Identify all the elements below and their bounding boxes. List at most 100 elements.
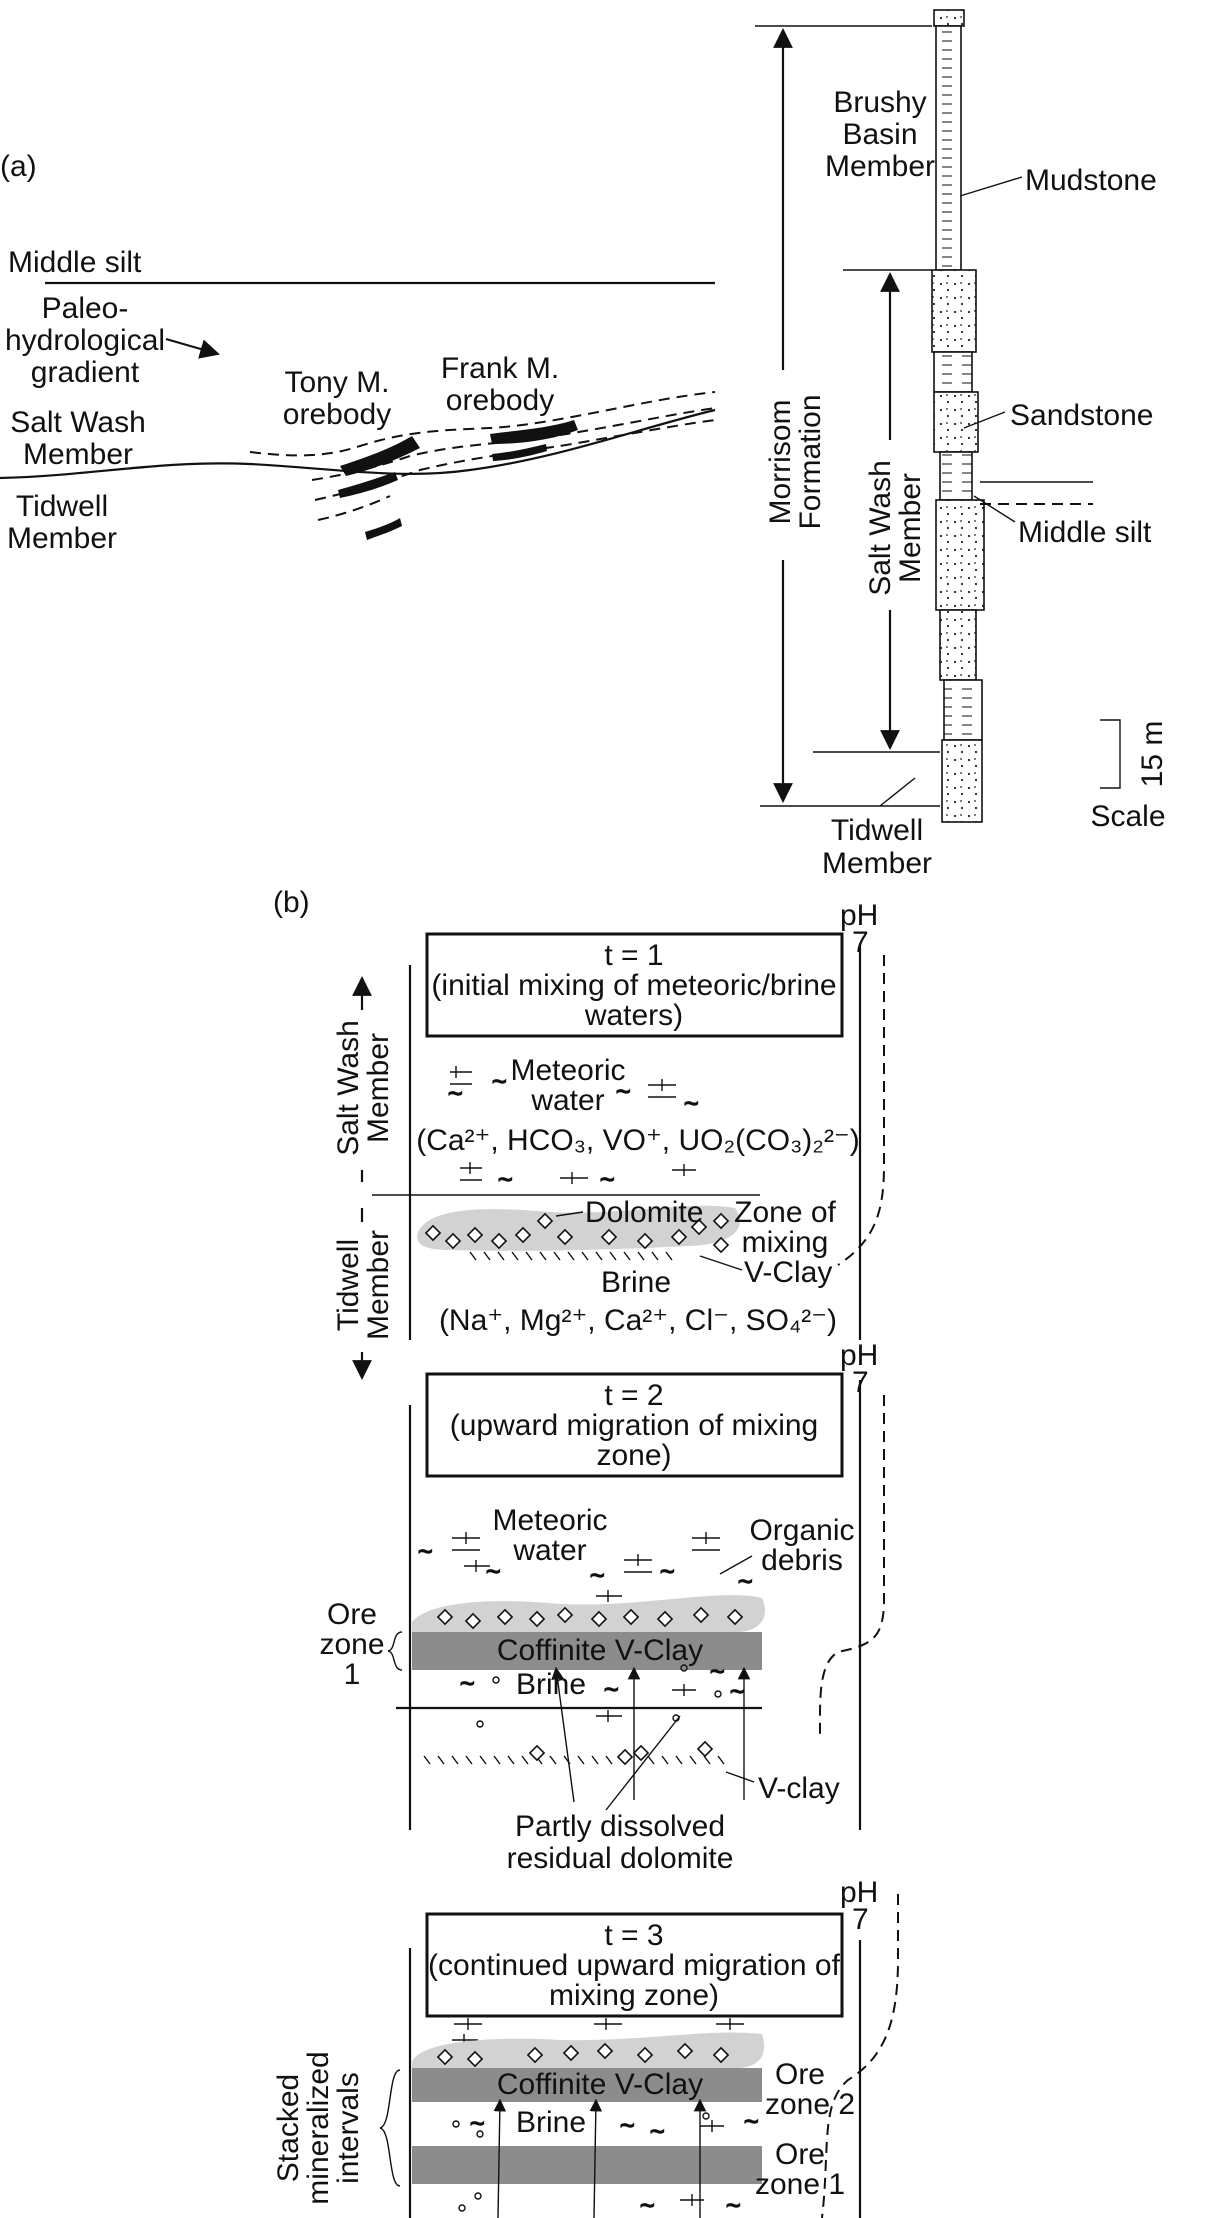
svg-text:Salt Wash: Salt Wash: [10, 406, 146, 439]
t1-salt-wash-label: Salt Wash Member: [330, 1010, 395, 1170]
svg-text:~: ~: [620, 2112, 635, 2140]
svg-text:Morrisom: Morrisom: [764, 400, 797, 525]
t3-stacked-label: Stacked mineralized intervals: [272, 2051, 365, 2204]
scale-value: 15 m: [1136, 721, 1169, 788]
panel-a: (a) Middle silt Paleo- hydrological grad…: [0, 150, 716, 555]
svg-text:t = 2: t = 2: [604, 1379, 663, 1412]
panel-b-label: (b): [273, 886, 310, 919]
svg-text:mixing: mixing: [742, 1226, 829, 1259]
svg-text:zone 2: zone 2: [765, 2088, 855, 2121]
t3-brine-marks: ~~ ~~: [452, 2107, 759, 2147]
svg-text:1: 1: [344, 1658, 361, 1691]
svg-text:Tidwell: Tidwell: [332, 1239, 365, 1331]
svg-text:Partly dissolved: Partly dissolved: [515, 1810, 725, 1843]
svg-text:mineralized: mineralized: [302, 2051, 335, 2204]
sandstone-label: Sandstone: [1010, 399, 1153, 432]
svg-text:~: ~: [650, 2118, 665, 2146]
frank-orebody: [490, 420, 578, 444]
svg-text:Organic: Organic: [749, 1514, 854, 1547]
salt-wash-col-label: Salt Wash Member: [864, 440, 927, 610]
t3-mixing-zone: [412, 2032, 765, 2068]
svg-text:~: ~: [498, 1166, 513, 1194]
t2-ph-label: pH: [840, 1339, 878, 1372]
t1-ph-label: pH: [840, 899, 878, 932]
t1-ph-value: 7: [852, 926, 869, 959]
svg-text:Salt Wash: Salt Wash: [864, 460, 897, 596]
svg-text:Salt Wash: Salt Wash: [332, 1020, 365, 1156]
t2-ph-curve: [818, 1395, 885, 1741]
svg-text:orebody: orebody: [446, 384, 554, 417]
t3-ore-band-1: [412, 2146, 762, 2184]
svg-text:hydrological: hydrological: [5, 324, 165, 357]
svg-text:Tony M.: Tony M.: [284, 366, 389, 399]
svg-text:~: ~: [730, 1678, 745, 1706]
svg-text:Zone of: Zone of: [734, 1196, 836, 1229]
t3-water-dashes: [452, 2018, 744, 2046]
orebodies: [338, 420, 578, 540]
svg-text:Meteoric: Meteoric: [510, 1054, 625, 1087]
brushy-label: Brushy Basin Member: [825, 86, 935, 183]
svg-text:water: water: [530, 1084, 604, 1117]
t2-vclay-label: V-clay: [758, 1772, 840, 1805]
svg-text:Member: Member: [825, 150, 935, 183]
t2-brine-marks: ~~ ~~: [459, 1657, 745, 1728]
tony-orebody: [340, 436, 420, 476]
svg-text:Ore: Ore: [775, 2138, 825, 2171]
svg-text:residual dolomite: residual dolomite: [507, 1842, 734, 1875]
mudstone-interval: [935, 25, 962, 271]
svg-text:zone 1: zone 1: [755, 2168, 845, 2201]
svg-text:(initial mixing of meteoric/br: (initial mixing of meteoric/brine: [431, 969, 836, 1002]
svg-text:(upward migration of mixing: (upward migration of mixing: [450, 1409, 818, 1442]
svg-text:Ore: Ore: [327, 1598, 377, 1631]
t3-ore-band-2: [412, 2068, 762, 2102]
middle-silt-col-label: Middle silt: [1018, 516, 1152, 549]
svg-text:~: ~: [448, 1080, 463, 1108]
t3-ph-value: 7: [852, 1903, 869, 1936]
stage-t2: t = 2 (upward migration of mixing zone) …: [319, 1339, 885, 1875]
tony-label: Tony M. orebody: [283, 366, 391, 431]
svg-text:Formation: Formation: [794, 394, 827, 529]
t3-dolomite-crystals: [436, 2042, 730, 2068]
svg-text:~: ~: [660, 1558, 675, 1586]
t3-band-text: Coffinite V-Clay: [497, 2068, 703, 2101]
svg-text:t = 3: t = 3: [604, 1919, 663, 1952]
tidwell-interval: [941, 739, 983, 823]
svg-text:Ore: Ore: [775, 2058, 825, 2091]
svg-text:~: ~: [738, 1568, 753, 1596]
t2-residual-dolomite: [528, 1740, 714, 1766]
frank-label: Frank M. orebody: [441, 352, 559, 417]
t3-stacked-brace: [379, 2069, 401, 2187]
svg-text:water: water: [512, 1534, 586, 1567]
svg-text:~: ~: [460, 1670, 475, 1698]
tidwell-col-label: Tidwell Member: [822, 814, 932, 880]
svg-text:Member: Member: [822, 847, 932, 880]
stage-t1: t = 1 (initial mixing of meteoric/brine …: [330, 899, 885, 1380]
t2-title-box: [425, 1372, 844, 1478]
svg-text:~: ~: [616, 1078, 631, 1106]
t1-dolomite-crystals: [424, 1212, 730, 1254]
t3-ph-label: pH: [840, 1876, 878, 1909]
svg-text:Paleo-: Paleo-: [42, 292, 129, 325]
middle-silt-interval: [939, 451, 973, 501]
t2-dolomite-crystals: [436, 1606, 744, 1630]
t1-vclay-label: V-Clay: [744, 1256, 832, 1289]
svg-text:Tidwell: Tidwell: [831, 814, 923, 847]
svg-text:orebody: orebody: [283, 398, 391, 431]
scale-label: Scale: [1090, 800, 1165, 833]
t1-brine-label: Brine: [601, 1266, 671, 1299]
svg-text:intervals: intervals: [332, 2072, 365, 2184]
svg-text:~: ~: [418, 1538, 433, 1566]
svg-text:debris: debris: [761, 1544, 843, 1577]
sandstone-interval: [931, 269, 977, 353]
svg-text:~: ~: [710, 1658, 725, 1686]
strat-column: Morrisom Formation Salt Wash Member Brus…: [755, 9, 1169, 880]
tony-orebody-lower: [338, 472, 398, 498]
svg-text:~: ~: [470, 2110, 485, 2138]
svg-text:Member: Member: [23, 438, 133, 471]
t2-band-text: Coffinite V-Clay: [497, 1634, 703, 1667]
gradient-label: Paleo- hydrological gradient: [5, 292, 165, 389]
t1-water-dashes: ~~ ~~ ~~: [447, 1066, 699, 1195]
salt-wash-label: Salt Wash Member: [10, 406, 146, 471]
svg-text:~: ~: [492, 1068, 507, 1096]
t2-brine-label: Brine: [516, 1668, 586, 1701]
